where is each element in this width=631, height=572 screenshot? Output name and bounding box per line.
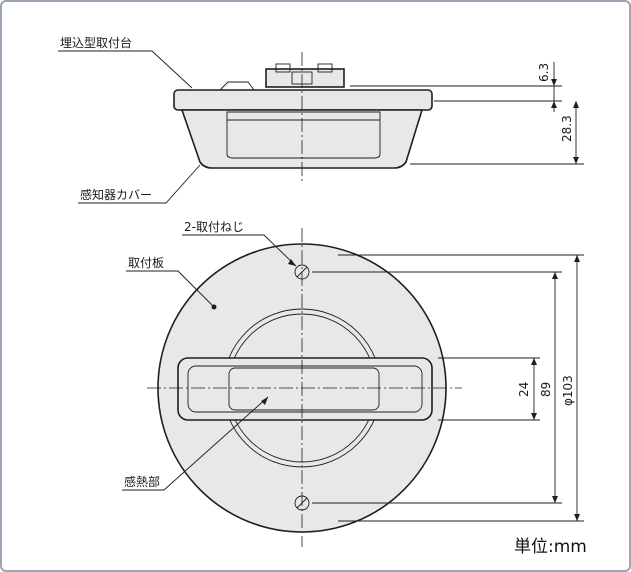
detector-cover-body [180,109,424,169]
callout-mount-label: 埋込型取付台 [60,35,132,50]
callout-sensor-label: 感熱部 [124,474,160,489]
mount-tab-right [317,63,333,73]
sensor-bar [177,357,433,421]
callout-sensor-arrow [261,397,268,405]
callout-screws-arrow [288,259,296,266]
dim-arrows-28-3 [573,101,579,164]
top-view: 24 89 φ103 2-取付ねじ 取付板 感熱部 [122,220,584,547]
callout-screws-leader [182,234,297,267]
callout-sensor-leader [122,396,269,491]
dim-text-top: 6.3 [537,63,551,82]
sensor-recess [226,111,381,159]
dim-arrows-24 [531,358,537,420]
side-view: 6.3 28.3 埋込型取付台 感知器カバー [58,35,584,204]
sensor-bar-inset [187,365,423,413]
dim-text-screw-pitch: 89 [539,382,553,397]
mount-base-boss [265,68,345,88]
dim-text-diameter: φ103 [561,375,575,406]
callout-plate-label: 取付板 [128,256,164,270]
dim-text-body: 28.3 [560,115,574,142]
callout-cover-leader [78,164,201,204]
dim-text-sensor-width: 24 [517,382,531,397]
mount-clip [218,81,255,91]
unit-label: 単位:mm [514,537,587,557]
mount-tab-left [275,63,291,73]
callout-plate-dot [211,304,217,310]
callout-screws-label: 2-取付ねじ [184,220,244,234]
mount-flange [173,89,433,111]
dim-arrows-6-3 [551,79,557,108]
callout-plate-leader [126,270,215,308]
callout-mount-leader [58,50,193,89]
sensor-element [228,367,380,411]
callout-cover-label: 感知器カバー [80,187,152,202]
